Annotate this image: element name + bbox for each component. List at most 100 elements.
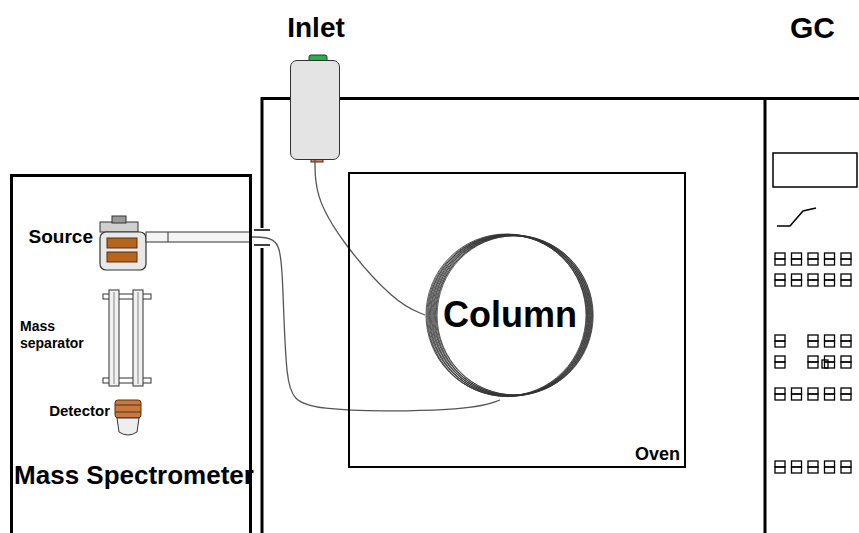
- key-segment: [825, 394, 835, 400]
- key-segment: [808, 341, 818, 347]
- mass-spectrometer-box: Mass Spectrometer SourceMass separatorDet…: [10, 174, 252, 533]
- node-label: GC: [790, 10, 835, 46]
- key-segment: [825, 280, 835, 286]
- key-segment: [841, 467, 851, 473]
- key-segment: [808, 253, 818, 259]
- panel-divider: [764, 97, 767, 533]
- key-segment: [792, 394, 802, 400]
- key-segment: [841, 356, 851, 362]
- key-segment: [775, 356, 785, 362]
- detector-body: [115, 412, 141, 413]
- key-segment: [808, 467, 818, 473]
- tubing-line: [315, 160, 425, 315]
- transfer-tube: [168, 232, 169, 242]
- key-segment: [825, 356, 835, 362]
- key-segment: [792, 280, 802, 286]
- source-body: [100, 232, 146, 270]
- transfer-tube: [146, 232, 250, 242]
- key-segment: [841, 335, 851, 341]
- key-segment: [841, 362, 851, 368]
- key-segment: [775, 335, 785, 341]
- key-segment: [825, 259, 835, 265]
- detector-body: [115, 405, 141, 406]
- key-segment: [792, 388, 802, 394]
- key-segment: [825, 362, 835, 368]
- key-segment: [825, 335, 835, 341]
- key-segment: [808, 356, 818, 362]
- key-segment: [808, 259, 818, 265]
- key-segment: [841, 274, 851, 280]
- source-filament: [107, 252, 137, 262]
- key-segment: [841, 394, 851, 400]
- key-segment: [825, 341, 835, 347]
- key-segment: [775, 394, 785, 400]
- gc-box: GCInletOvenColumn: [262, 97, 859, 533]
- mass-separator: Mass separator: [100, 290, 155, 386]
- source-mount: [112, 216, 126, 223]
- key-segment: [775, 467, 785, 473]
- node-label: Column: [443, 295, 577, 335]
- key-segment: [841, 461, 851, 467]
- key-segment: [775, 461, 785, 467]
- coil-winding: [437, 236, 593, 395]
- key-segment: [808, 274, 818, 280]
- key-segment: [808, 388, 818, 394]
- key-segment: [808, 335, 818, 341]
- quadrupole-rod: [133, 290, 143, 386]
- key-segment: [825, 461, 835, 467]
- key-segment: [775, 388, 785, 394]
- detector: Detector: [112, 398, 142, 440]
- gc-wall: [261, 97, 264, 228]
- node-label: Mass Spectrometer: [13, 459, 255, 491]
- key-segment: [775, 362, 785, 368]
- inlet: Inlet: [290, 60, 340, 160]
- gc-wall: [261, 248, 264, 533]
- wall-port: [254, 244, 270, 246]
- node-label: Mass separator: [20, 318, 100, 352]
- key-segment: [808, 280, 818, 286]
- key-segment: [792, 259, 802, 265]
- key-segment: [775, 259, 785, 265]
- key-segment: [841, 388, 851, 394]
- key-segment: [808, 394, 818, 400]
- node-label: Oven: [635, 444, 680, 464]
- key-segment: [841, 341, 851, 347]
- key-segment: [808, 461, 818, 467]
- key-segment: [792, 467, 802, 473]
- key-segment: [808, 362, 818, 368]
- coil-winding: [436, 235, 592, 395]
- node-label: Inlet: [266, 11, 366, 45]
- ramp-symbol: [777, 208, 816, 226]
- key-segment: [825, 467, 835, 473]
- column-coil: Column: [425, 230, 595, 400]
- key-segment: [792, 274, 802, 280]
- key-segment: [822, 360, 828, 368]
- key-segment: [792, 461, 802, 467]
- detector-base: [117, 418, 139, 435]
- node-label: Source: [29, 226, 95, 248]
- key-segment: [841, 280, 851, 286]
- oven-box: Oven Column: [348, 172, 686, 468]
- ion-source: Source: [95, 212, 250, 262]
- source-filament: [107, 238, 137, 248]
- quadrupole-rod: [114, 292, 115, 384]
- panel-display: [773, 153, 857, 187]
- key-segment: [841, 259, 851, 265]
- key-segment: [775, 253, 785, 259]
- key-segment: [775, 341, 785, 347]
- quadrupole-rod: [109, 290, 119, 386]
- key-segment: [775, 280, 785, 286]
- key-segment: [792, 253, 802, 259]
- detector-body: [115, 400, 141, 418]
- keypad: [775, 253, 851, 473]
- key-segment: [775, 274, 785, 280]
- wall-port: [254, 229, 270, 231]
- key-segment: [825, 388, 835, 394]
- quadrupole-rod: [138, 292, 139, 384]
- node-label: Detector: [49, 402, 112, 420]
- key-segment: [841, 253, 851, 259]
- key-segment: [825, 274, 835, 280]
